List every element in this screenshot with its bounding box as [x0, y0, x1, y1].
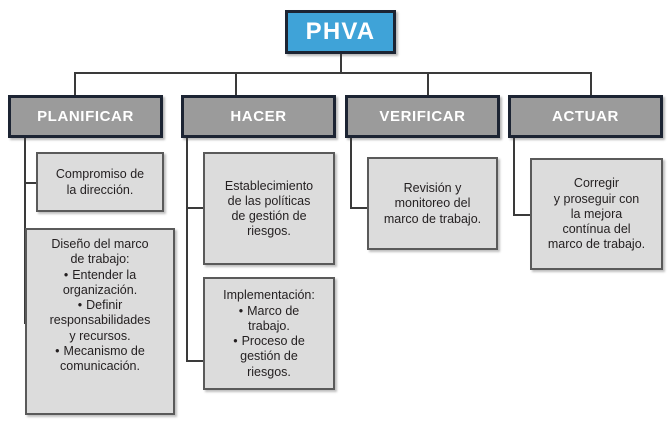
leaf-line-bullet: Proceso de [210, 334, 328, 349]
node-leaf-establecimiento[interactable]: Establecimiento de las políticas de gest… [203, 152, 335, 265]
leaf-line: y proseguir con [553, 191, 640, 206]
connector-hacer-stub-1 [186, 207, 204, 209]
leaf-line: trabajo. [248, 318, 290, 333]
node-category-verificar[interactable]: VERIFICAR [345, 95, 500, 138]
connector-hacer-stub-2 [186, 360, 204, 362]
leaf-line: Revisión y [403, 181, 462, 196]
leaf-line-bullet: Entender la [32, 268, 168, 283]
node-category-verificar-label: VERIFICAR [379, 108, 466, 125]
leaf-line-bullet: Definir [32, 298, 168, 313]
node-category-planificar[interactable]: PLANIFICAR [8, 95, 163, 138]
connector-root-bus [74, 72, 592, 74]
leaf-line: y recursos. [69, 328, 131, 343]
node-leaf-diseno-marco[interactable]: Diseño del marco de trabajo: Entender la… [25, 228, 175, 415]
connector-hacer-trunk [186, 138, 188, 362]
connector-bus-to-verificar [427, 72, 429, 95]
connector-bus-to-hacer [235, 72, 237, 95]
leaf-line: marco de trabajo. [383, 211, 482, 226]
leaf-line: Implementación: [223, 288, 315, 303]
node-leaf-corregir[interactable]: Corregir y proseguir con la mejora contí… [530, 158, 663, 270]
leaf-line-bullet: Marco de [210, 304, 328, 319]
connector-verificar-trunk [350, 138, 352, 209]
leaf-line: marco de trabajo. [547, 237, 646, 252]
connector-bus-to-actuar [590, 72, 592, 95]
node-category-planificar-label: PLANIFICAR [37, 108, 134, 125]
node-leaf-revision[interactable]: Revisión y monitoreo del marco de trabaj… [367, 157, 498, 250]
connector-actuar-trunk [513, 138, 515, 216]
node-leaf-compromiso[interactable]: Compromiso de la dirección. [36, 152, 164, 212]
node-category-actuar-label: ACTUAR [552, 108, 619, 125]
leaf-line: Diseño del marco [51, 237, 149, 251]
leaf-line: organización. [62, 282, 138, 297]
node-leaf-implementacion[interactable]: Implementación: Marco de trabajo. Proces… [203, 277, 335, 390]
leaf-line: riesgos. [247, 364, 291, 379]
leaf-line: monitoreo del [394, 196, 471, 211]
leaf-line: riesgos. [247, 224, 291, 239]
leaf-line: la dirección. [66, 182, 134, 197]
node-phva-root[interactable]: PHVA [285, 10, 396, 54]
leaf-line: gestión de [240, 349, 298, 364]
leaf-line: de gestión de [231, 209, 307, 223]
node-phva-root-label: PHVA [305, 18, 376, 45]
leaf-line: Compromiso de [55, 167, 145, 182]
connector-verificar-stub-1 [350, 207, 368, 209]
leaf-line: de las políticas [227, 193, 311, 208]
connector-actuar-stub-1 [513, 214, 531, 216]
leaf-line: la mejora [570, 206, 623, 221]
leaf-line: Corregir [573, 176, 620, 191]
leaf-line-bullet: Mecanismo de [32, 344, 168, 359]
node-category-actuar[interactable]: ACTUAR [508, 95, 663, 138]
leaf-line: contínua del [562, 222, 631, 237]
leaf-line: comunicación. [60, 359, 140, 373]
node-category-hacer-label: HACER [230, 108, 287, 125]
node-category-hacer[interactable]: HACER [181, 95, 336, 138]
leaf-line: de trabajo: [70, 252, 130, 267]
leaf-line: responsabilidades [49, 313, 151, 328]
leaf-line: Establecimiento [224, 178, 314, 193]
connector-planificar-stub-1 [24, 182, 37, 184]
connector-bus-to-planificar [74, 72, 76, 95]
connector-root-drop [340, 54, 342, 73]
